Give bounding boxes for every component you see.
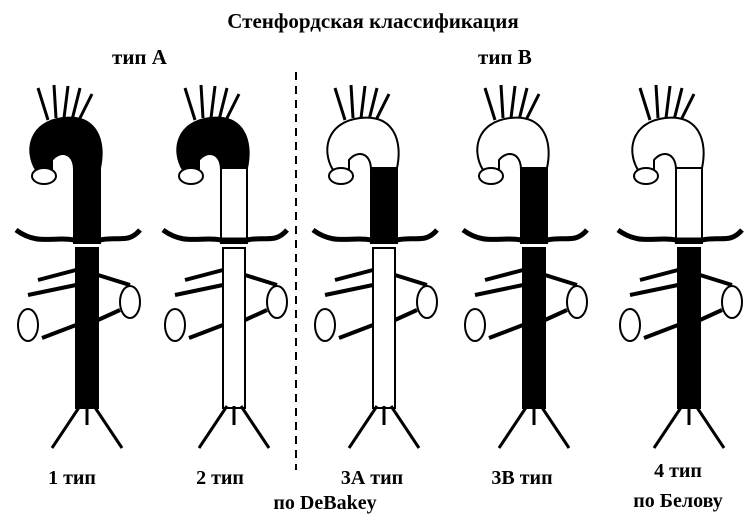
aorta-figure	[8, 80, 143, 460]
right-kidney	[120, 286, 140, 318]
abdominal-aorta	[76, 248, 98, 408]
type-2-label: 2 тип	[150, 467, 290, 490]
aorta-figure	[305, 80, 440, 460]
descending-thoracic-aorta	[74, 168, 100, 243]
descending-thoracic-aorta	[521, 168, 547, 243]
type-4-label: 4 тип	[608, 460, 746, 483]
aortic-root	[634, 168, 658, 184]
arch-branch-vessels	[38, 85, 92, 122]
left-kidney	[165, 309, 185, 341]
aorta-figure	[610, 80, 745, 460]
abdominal-aorta	[373, 248, 395, 408]
aortic-root	[329, 168, 353, 184]
left-kidney	[465, 309, 485, 341]
iliac-arteries	[499, 406, 569, 448]
abdominal-aorta	[678, 248, 700, 408]
arch-branch-vessels	[335, 85, 389, 122]
debakey-label: по DeBakey	[245, 492, 405, 515]
iliac-arteries	[199, 406, 269, 448]
belov-label: по Белову	[608, 490, 746, 513]
aorta-figure	[455, 80, 590, 460]
right-kidney	[417, 286, 437, 318]
left-kidney	[620, 309, 640, 341]
aortic-root	[479, 168, 503, 184]
descending-thoracic-aorta	[371, 168, 397, 243]
right-kidney	[722, 286, 742, 318]
abdominal-aorta	[223, 248, 245, 408]
left-kidney	[315, 309, 335, 341]
descending-thoracic-aorta	[221, 168, 247, 243]
arch-branch-vessels	[640, 85, 694, 122]
iliac-arteries	[349, 406, 419, 448]
descending-thoracic-aorta	[676, 168, 702, 243]
arch-branch-vessels	[185, 85, 239, 122]
right-kidney	[567, 286, 587, 318]
aorta-figure	[155, 80, 290, 460]
type-3b-label: 3В тип	[452, 467, 592, 490]
abdominal-aorta	[523, 248, 545, 408]
left-kidney	[18, 309, 38, 341]
iliac-arteries	[52, 406, 122, 448]
type-1-label: 1 тип	[2, 467, 142, 490]
aortic-root	[179, 168, 203, 184]
type-3a-label: 3А тип	[302, 467, 442, 490]
arch-branch-vessels	[485, 85, 539, 122]
right-kidney	[267, 286, 287, 318]
iliac-arteries	[654, 406, 724, 448]
aortic-root	[32, 168, 56, 184]
